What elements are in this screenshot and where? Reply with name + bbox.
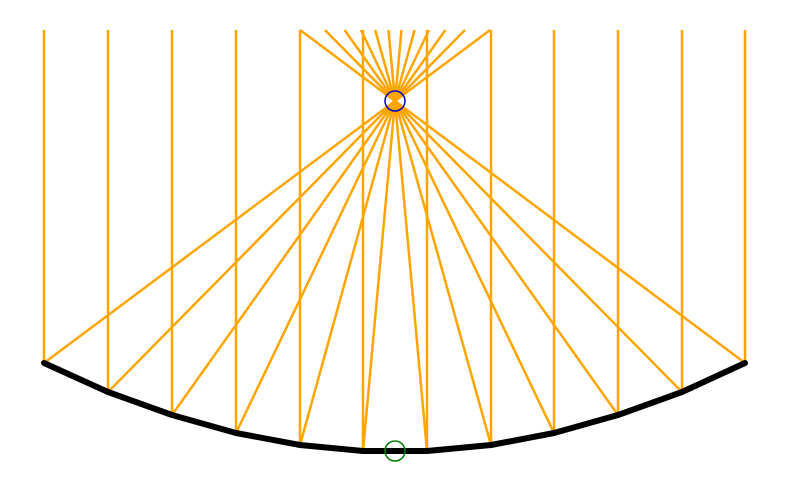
- mirror-segment-5: [297, 442, 366, 454]
- mirror-segment-8: [488, 430, 557, 448]
- reflected-ray-1: [43, 28, 491, 365]
- reflected-ray-8: [373, 29, 493, 446]
- mirror-segment-7: [424, 442, 494, 454]
- mirror-group: [41, 360, 748, 454]
- reflected-ray-3: [170, 29, 447, 416]
- mirror-segment-3: [169, 412, 239, 436]
- reflected-ray-11: [324, 29, 683, 393]
- reflected-ray-2: [107, 29, 466, 393]
- mirror-segment-11: [679, 360, 748, 395]
- mirror-segment-9: [551, 412, 621, 436]
- mirror-segment-10: [615, 389, 685, 418]
- reflected-ray-6: [361, 29, 403, 452]
- reflected-rays-group: [43, 28, 746, 452]
- reflected-ray-12: [299, 28, 746, 365]
- reflected-ray-7: [387, 29, 429, 452]
- reflected-ray-10: [343, 29, 620, 416]
- mirror-segment-2: [105, 389, 175, 418]
- focus-marker: [384, 90, 406, 112]
- mirror-segment-4: [233, 430, 303, 448]
- reflected-ray-5: [298, 29, 416, 446]
- incident-rays-group: [42, 30, 747, 451]
- mirror-segment-1: [41, 360, 111, 395]
- markers-group: [384, 90, 406, 462]
- vertex-marker: [384, 440, 406, 462]
